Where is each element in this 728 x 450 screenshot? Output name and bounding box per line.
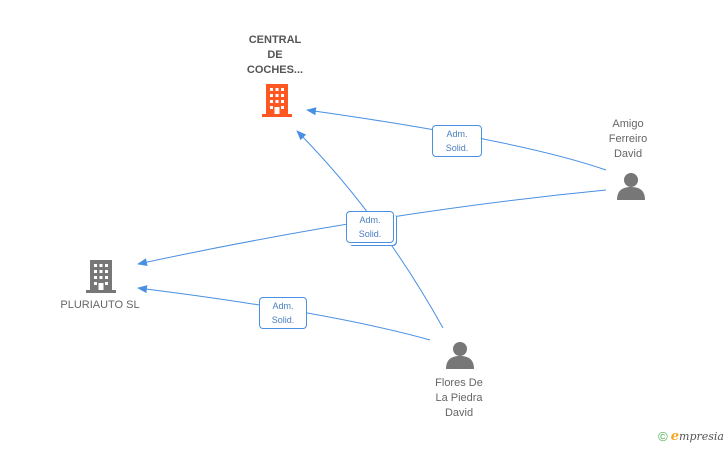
edge-label-amigo-central[interactable]: Adm. Solid. — [432, 125, 482, 157]
person-icon[interactable] — [617, 173, 645, 200]
node-label-flores-de-la-piedra[interactable]: Flores De La Piedra David — [435, 377, 483, 419]
person-icon[interactable] — [446, 342, 474, 369]
edge-flores-to-pluriauto — [137, 285, 431, 341]
edge-amigo-to-central — [306, 107, 607, 171]
node-label-amigo-ferreiro[interactable]: Amigo Ferreiro David — [608, 118, 648, 160]
building-icon[interactable] — [262, 84, 292, 117]
edge-label-center-stacked[interactable]: Adm. Solid. — [346, 211, 394, 243]
edge-label-flores-pluriauto[interactable]: Adm. Solid. — [259, 297, 307, 329]
brand-logo: empresia — [670, 429, 724, 444]
node-label-pluriauto[interactable]: PLURIAUTO SL — [60, 299, 140, 311]
copyright-icon: © — [658, 429, 668, 444]
empresia-watermark: © empresia — [658, 429, 724, 444]
node-label-central-de-coches[interactable]: CENTRAL DE COCHES... — [246, 34, 304, 76]
building-icon[interactable] — [86, 260, 116, 293]
